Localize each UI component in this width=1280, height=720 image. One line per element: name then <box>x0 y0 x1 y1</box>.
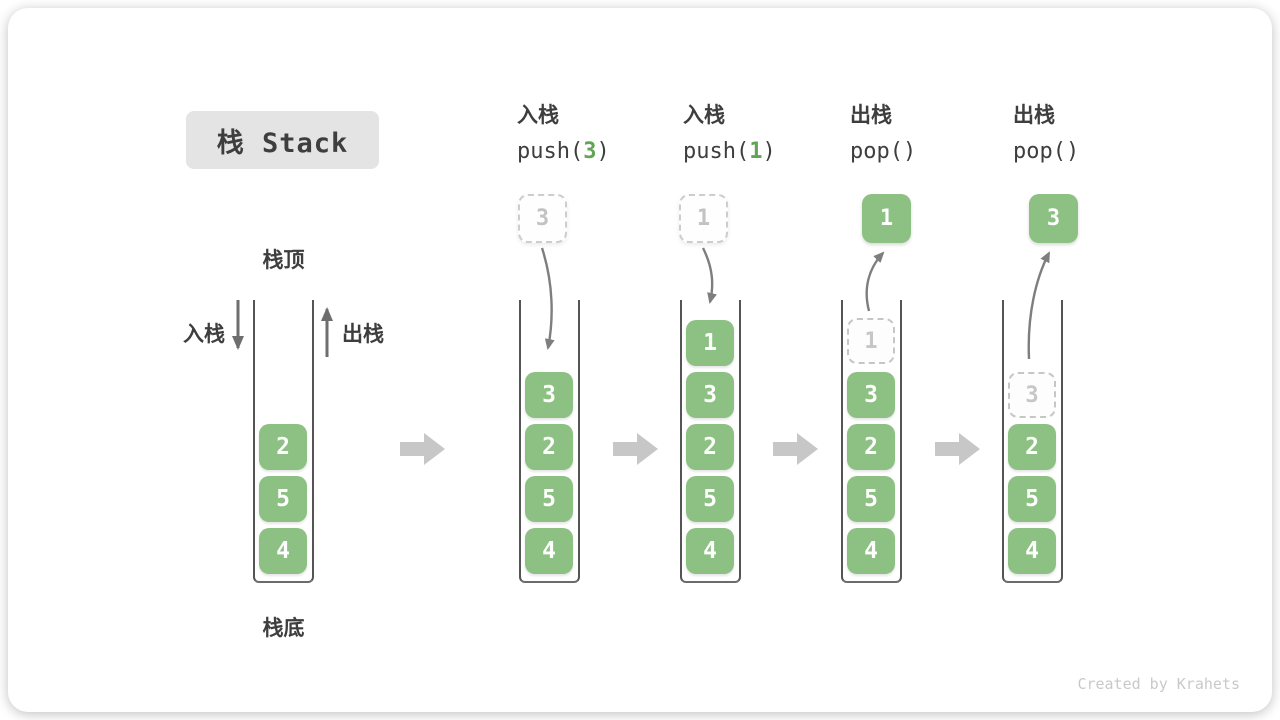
popped-value-box: 3 <box>1029 194 1078 243</box>
title-box: 栈 Stack <box>186 111 379 169</box>
op-label-cn: 出栈 <box>1013 104 1055 127</box>
op-label-push-1: 入栈 push(1) <box>683 103 776 166</box>
code-post: ) <box>1065 139 1080 164</box>
op-label-push-3: 入栈 push(3) <box>517 103 610 166</box>
incoming-value-box: 1 <box>679 194 728 243</box>
stack-cell: 5 <box>847 476 895 522</box>
stack-cell: 5 <box>1008 476 1056 522</box>
ghost-cell: 3 <box>1008 372 1056 418</box>
stack-cell: 2 <box>525 424 573 470</box>
stack-container-initial: 2 5 4 <box>253 300 314 583</box>
stack-cell: 3 <box>525 372 573 418</box>
stack-cell: 2 <box>259 424 307 470</box>
pop-direction-label: 出栈 <box>342 323 384 346</box>
code-arg: 3 <box>583 139 597 164</box>
push-curve-arrow-icon <box>701 247 717 304</box>
code-pre: push( <box>517 139 584 164</box>
stack-cell: 1 <box>686 320 734 366</box>
stack-cell: 5 <box>525 476 573 522</box>
stack-cell: 5 <box>686 476 734 522</box>
op-label-cn: 出栈 <box>850 104 892 127</box>
stack-cell: 2 <box>1008 424 1056 470</box>
code-pre: push( <box>683 139 750 164</box>
op-label-code: push(3) <box>517 138 610 166</box>
step-arrow-icon <box>613 433 658 465</box>
stack-container-after-pop-1: 1 3 2 5 4 <box>841 300 902 583</box>
op-label-code: pop() <box>1013 138 1079 166</box>
stack-cell: 2 <box>686 424 734 470</box>
stack-top-label: 栈顶 <box>262 249 305 272</box>
push-direction-label: 入栈 <box>183 323 225 346</box>
stack-container-after-pop-3: 3 2 5 4 <box>1002 300 1063 583</box>
step-arrow-icon <box>773 433 818 465</box>
code-post: ) <box>762 139 776 164</box>
code-arg: 1 <box>749 139 763 164</box>
code-post: ) <box>596 139 610 164</box>
watermark: Created by Krahets <box>1077 675 1240 693</box>
step-arrow-icon <box>935 433 980 465</box>
op-label-cn: 入栈 <box>517 104 559 127</box>
stack-cell: 4 <box>847 528 895 574</box>
stack-cell: 5 <box>259 476 307 522</box>
op-label-cn: 入栈 <box>683 104 725 127</box>
stack-cell: 4 <box>525 528 573 574</box>
code-pre: pop( <box>850 139 903 164</box>
op-label-pop-2: 出栈 pop() <box>1013 103 1079 166</box>
ghost-cell: 1 <box>847 318 895 364</box>
stack-cell: 4 <box>1008 528 1056 574</box>
step-arrow-icon <box>400 433 445 465</box>
op-label-pop-1: 出栈 pop() <box>850 103 916 166</box>
stack-cell: 2 <box>847 424 895 470</box>
op-label-code: pop() <box>850 138 916 166</box>
stack-cell: 3 <box>686 372 734 418</box>
code-post: ) <box>902 139 917 164</box>
stack-cell: 3 <box>847 372 895 418</box>
stack-container-after-push-3: 3 2 5 4 <box>519 300 580 583</box>
stack-cell: 4 <box>259 528 307 574</box>
code-pre: pop( <box>1013 139 1066 164</box>
incoming-value-box: 3 <box>518 194 567 243</box>
popped-value-box: 1 <box>862 194 911 243</box>
stack-container-after-push-1: 1 3 2 5 4 <box>680 300 741 583</box>
stack-bottom-label: 栈底 <box>262 617 305 640</box>
stack-cell: 4 <box>686 528 734 574</box>
op-label-code: push(1) <box>683 138 776 166</box>
